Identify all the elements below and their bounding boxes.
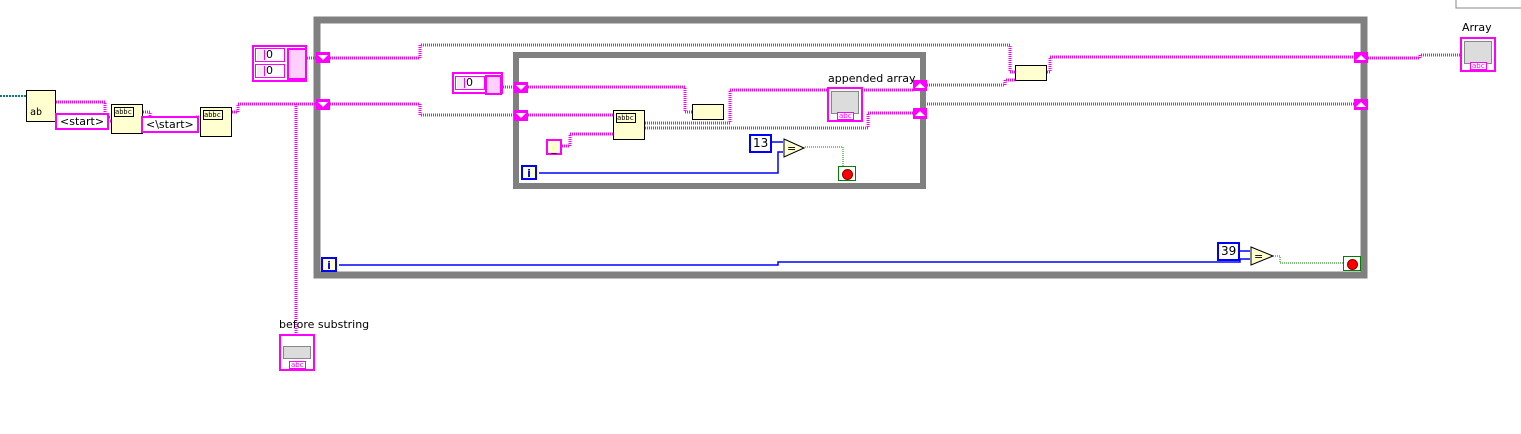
inner-init-number[interactable]: 0 <box>455 76 485 90</box>
appended-array-indicator[interactable]: abc <box>827 87 863 122</box>
partial-window <box>1455 0 1521 9</box>
outer-shift-register-left-bottom[interactable] <box>316 99 330 110</box>
equal-compare-icon[interactable]: = <box>1250 246 1275 266</box>
cluster-array-constant[interactable] <box>287 48 307 80</box>
read-text-file-icon[interactable]: ab <box>26 90 56 122</box>
before-substring-indicator[interactable]: abc <box>279 334 315 371</box>
appended-array-label: appended array <box>828 72 916 85</box>
cluster-constant[interactable]: 0 0 <box>252 45 307 82</box>
inner-stop-condition-icon[interactable] <box>838 166 856 181</box>
array-label: Array <box>1462 21 1492 34</box>
inner-init-array[interactable] <box>485 75 502 95</box>
outer-limit-constant[interactable]: 39 <box>1217 242 1241 261</box>
wire-to-array <box>1368 53 1460 60</box>
inner-shift-register-right-bottom[interactable] <box>913 108 927 119</box>
cluster-number-0[interactable]: 0 <box>255 48 285 62</box>
outer-shift-register-left-top[interactable] <box>316 52 330 63</box>
build-array-icon[interactable] <box>692 104 724 120</box>
svg-text:=: = <box>787 142 796 155</box>
match-pattern-icon[interactable]: abbc <box>613 110 645 140</box>
inner-while-loop-frame[interactable] <box>513 52 926 189</box>
wire-outer-sr-top <box>330 43 1015 74</box>
before-substring-label: before substring <box>279 318 370 331</box>
separator-constant[interactable]: _ <box>546 139 562 155</box>
equal-compare-icon[interactable]: = <box>783 138 806 158</box>
inner-limit-constant[interactable]: 13 <box>749 134 773 153</box>
end-tag-constant[interactable]: <\start> <box>141 116 199 133</box>
inner-iteration-terminal[interactable]: i <box>521 165 537 180</box>
match-pattern-icon[interactable]: abbc <box>200 107 232 137</box>
outer-shift-register-right-top[interactable] <box>1354 52 1368 63</box>
inner-shift-register-right-top[interactable] <box>913 80 927 91</box>
outer-shift-register-right-bottom[interactable] <box>1354 99 1368 110</box>
inner-shift-register-left-top[interactable] <box>514 82 528 93</box>
cluster-number-1[interactable]: 0 <box>255 64 285 78</box>
array-indicator[interactable]: abc <box>1460 37 1496 72</box>
match-pattern-icon[interactable]: abbc <box>111 104 143 134</box>
build-array-icon[interactable] <box>1015 65 1047 81</box>
start-tag-constant[interactable]: <start> <box>55 113 110 130</box>
inner-shift-register-left-bottom[interactable] <box>514 110 528 121</box>
outer-iteration-terminal[interactable]: i <box>321 257 337 272</box>
svg-text:=: = <box>1254 250 1263 263</box>
inner-init-cluster[interactable]: 0 <box>452 72 503 95</box>
outer-stop-condition-icon[interactable] <box>1343 256 1361 271</box>
wire-string-outer <box>232 102 316 114</box>
